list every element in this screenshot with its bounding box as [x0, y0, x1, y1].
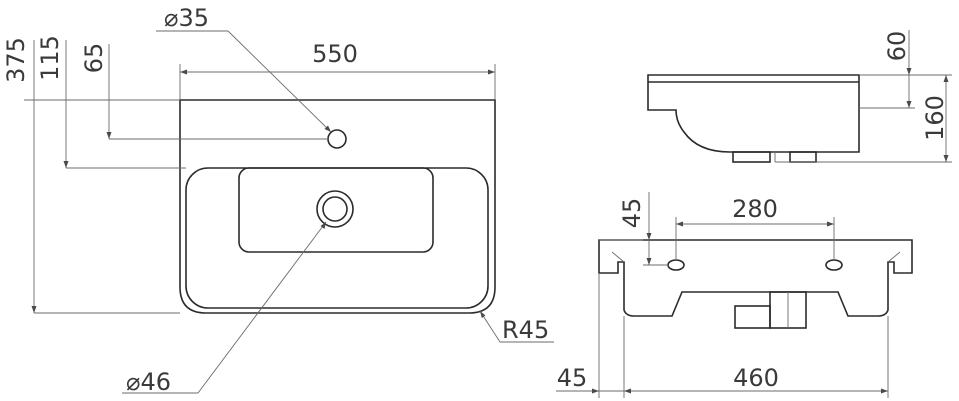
bowl-width-label: 460: [733, 364, 779, 392]
trap-outlet: [734, 305, 771, 329]
radius-leader: R45: [479, 310, 554, 344]
mount-height-label: 45: [618, 198, 646, 229]
mount-spacing-label: 280: [732, 195, 778, 223]
height-label: 160: [921, 95, 949, 141]
depth-label: 375: [2, 37, 30, 83]
rim-label: 60: [883, 31, 911, 62]
side-dimensions: 60 160: [775, 30, 952, 163]
radius-label: R45: [502, 316, 549, 344]
faucet-hole-label: ⌀35: [164, 4, 209, 32]
drain-hole-leader: ⌀46: [122, 221, 327, 396]
drain-hole-inner: [322, 196, 348, 222]
faucet-offset-label: 115: [36, 35, 64, 81]
faucet-hole: [327, 129, 347, 149]
front-dimensions: 280 45 460 45: [556, 192, 889, 398]
drain-hole-label: ⌀46: [126, 368, 171, 396]
front-view: 280 45 460 45: [556, 192, 913, 398]
side-profile: [647, 74, 860, 153]
drain-hole-outer: [316, 190, 354, 228]
depth-dimensions: 375 115 65: [2, 35, 328, 314]
side-trap-right: [789, 151, 817, 163]
side-trap-left: [732, 151, 771, 163]
edge-offset-label: 45: [557, 364, 588, 392]
top-view: 550 375 115 65 ⌀35: [2, 4, 554, 396]
bowl-outline: [185, 167, 489, 309]
width-label: 550: [312, 40, 358, 68]
front-profile: [598, 239, 913, 317]
hole-offset-label: 65: [80, 43, 108, 74]
faucet-hole-leader: ⌀35: [156, 4, 332, 133]
width-dimension: 550: [179, 40, 496, 100]
side-view: 60 160: [647, 30, 952, 163]
mount-hole-left: [667, 259, 685, 271]
drain-recess: [238, 167, 434, 253]
basin-outline: [179, 99, 496, 314]
mount-hole-right: [825, 259, 843, 271]
